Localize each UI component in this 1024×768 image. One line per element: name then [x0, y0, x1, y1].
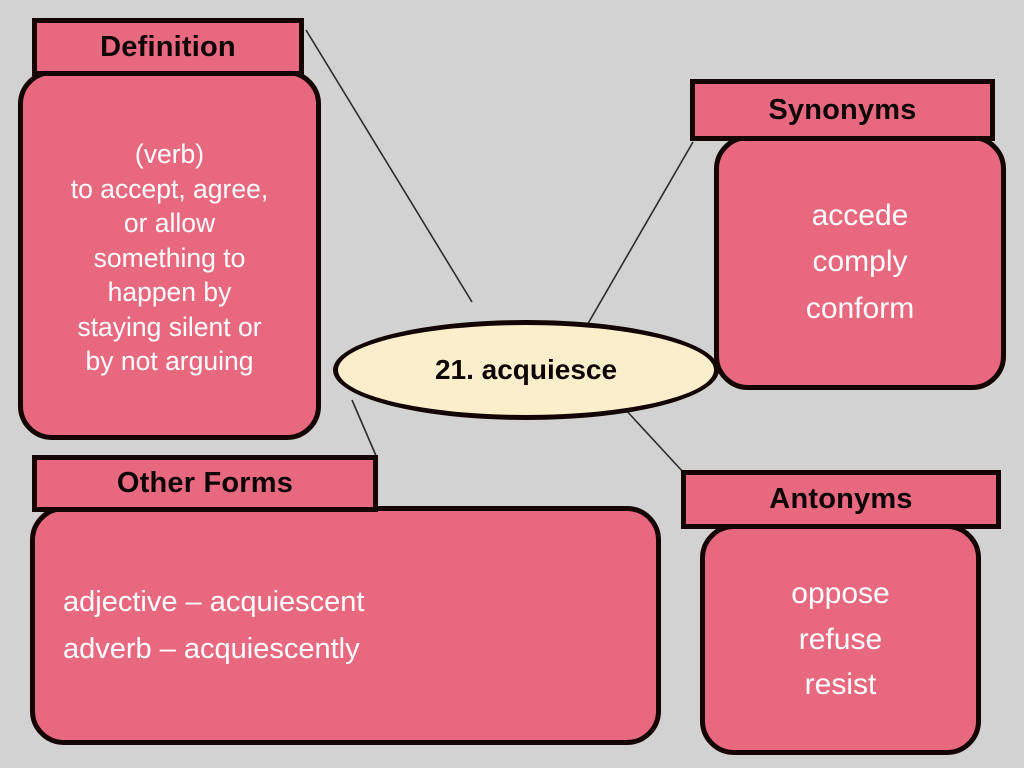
other-forms-body: adjective – acquiescent adverb – acquies…: [30, 506, 661, 745]
antonym-item: oppose: [791, 577, 890, 611]
antonyms-body: oppose refuse resist: [700, 524, 981, 755]
other-forms-header: Other Forms: [32, 455, 378, 512]
antonym-item: refuse: [798, 622, 883, 656]
definition-header: Definition: [32, 18, 304, 76]
definition-line: (verb): [134, 139, 205, 170]
connector-synonyms: [585, 141, 694, 328]
antonyms-text: oppose refuse resist: [705, 571, 976, 708]
other-forms-text: adjective – acquiescent adverb – acquies…: [63, 579, 656, 672]
antonyms-header: Antonyms: [681, 470, 1001, 529]
definition-line: something to: [93, 242, 246, 273]
definition-text: (verb) to accept, agree, or allow someth…: [31, 137, 308, 378]
other-form-item: adverb – acquiescently: [63, 632, 360, 665]
connector-other-forms: [351, 399, 378, 459]
definition-line: by not arguing: [85, 346, 254, 377]
definition-line: to accept, agree,: [70, 173, 269, 204]
synonym-item: comply: [812, 245, 908, 279]
center-term-label: 21. acquiesce: [434, 354, 618, 385]
antonym-item: resist: [804, 668, 877, 702]
synonyms-body: accede comply conform: [714, 135, 1006, 390]
definition-body: (verb) to accept, agree, or allow someth…: [18, 70, 321, 440]
synonyms-header: Synonyms: [690, 79, 995, 141]
other-form-item: adjective – acquiescent: [63, 586, 365, 619]
synonyms-text: accede comply conform: [719, 193, 1001, 333]
synonym-item: conform: [805, 291, 915, 325]
center-term-node: 21. acquiesce: [333, 320, 719, 420]
definition-line: staying silent or: [77, 311, 262, 342]
synonym-item: accede: [811, 198, 909, 232]
definition-line: or allow: [123, 208, 216, 239]
definition-line: happen by: [107, 277, 232, 308]
connector-antonyms: [623, 407, 685, 474]
connector-definition: [305, 29, 473, 303]
